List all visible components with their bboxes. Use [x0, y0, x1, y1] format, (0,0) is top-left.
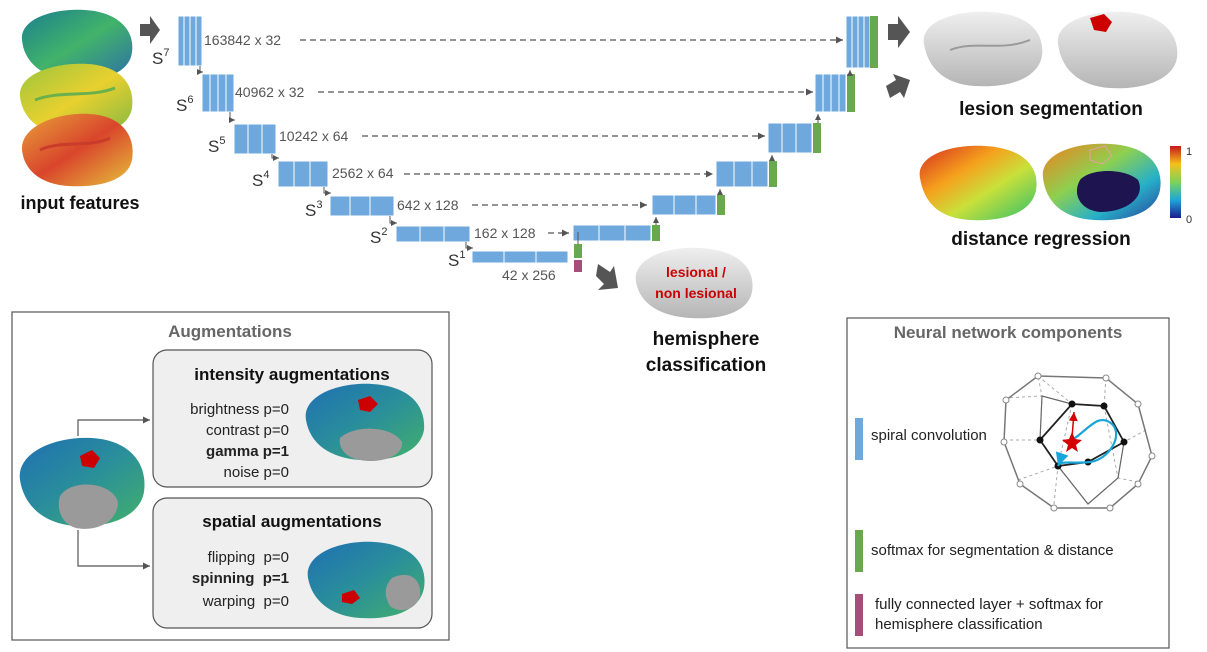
lesion-segmentation-label: lesion segmentation	[959, 99, 1143, 120]
fc-label-1: fully connected layer + softmax for	[875, 596, 1103, 613]
decoder-level-3	[651, 194, 725, 216]
level-6-s: S6	[176, 94, 193, 115]
decoder-level-6	[814, 73, 855, 113]
intensity-item-brightness: brightness p=0	[190, 401, 289, 418]
level-3-s: S3	[305, 199, 322, 220]
decoder-level-4	[715, 160, 777, 188]
bottleneck-fc-block	[574, 260, 582, 272]
level-7-size: 163842 x 32	[204, 32, 281, 48]
augmentations-title: Augmentations	[168, 322, 292, 341]
distance-regression-label: distance regression	[951, 229, 1131, 250]
regression-arrow-icon	[886, 74, 910, 98]
encoder-level-7	[177, 15, 203, 67]
decoder-level-2	[572, 224, 660, 242]
level-6-size: 40962 x 32	[235, 84, 304, 100]
encoder-level-6	[201, 73, 235, 113]
level-4-size: 2562 x 64	[332, 165, 394, 181]
downsample-arrows	[197, 66, 473, 251]
level-4-s: S4	[252, 169, 269, 190]
softmax-swatch	[855, 530, 863, 572]
augmentation-arrows	[77, 416, 150, 570]
spatial-item-warping: warping p=0	[202, 593, 289, 610]
segmentation-arrow-icon	[888, 16, 910, 48]
level-5-s: S5	[208, 135, 225, 156]
level-5-size: 10242 x 64	[279, 128, 348, 144]
intensity-title: intensity augmentations	[194, 365, 390, 384]
input-features-label: input features	[20, 193, 139, 213]
decoder-level-7	[845, 15, 878, 69]
intensity-brain	[305, 383, 425, 462]
intensity-item-noise: noise p=0	[224, 464, 289, 481]
spiral-conv-label: spiral convolution	[871, 427, 987, 444]
classification-brain	[635, 247, 753, 319]
level-2-s: S2	[370, 226, 387, 247]
bottleneck-softmax-block	[574, 244, 582, 258]
encoder-level-3	[329, 195, 395, 217]
intensity-item-contrast: contrast p=0	[206, 422, 289, 439]
spiral-conv-swatch	[855, 418, 863, 460]
components-panel	[846, 317, 1170, 649]
level-1-s: S1	[448, 249, 465, 270]
encoder-level-4	[277, 160, 329, 188]
level-7-s: S7	[152, 47, 169, 68]
input-brain-stack	[19, 9, 133, 187]
hemisphere-classification-label-1: hemisphere	[653, 329, 760, 350]
fc-label-2: hemisphere classification	[875, 616, 1043, 633]
colorbar-min-label: 0	[1186, 214, 1192, 226]
components-title: Neural network components	[894, 323, 1123, 342]
spiral-mesh-icon	[1000, 372, 1156, 512]
colorbar-max-label: 1	[1186, 146, 1192, 158]
encoder-level-5	[233, 123, 277, 155]
classification-arrow-icon	[596, 264, 618, 290]
intensity-item-gamma: gamma p=1	[206, 443, 289, 460]
lesional-label-2: non lesional	[655, 285, 737, 301]
distance-brain-medial	[1042, 143, 1161, 221]
lesion-mask-icon	[1090, 14, 1112, 32]
distance-colorbar	[1170, 146, 1181, 218]
distance-brain-lateral	[919, 145, 1037, 221]
softmax-label: softmax for segmentation & distance	[871, 542, 1114, 559]
upsample-arrows	[577, 70, 853, 244]
decoder-level-5	[767, 122, 821, 154]
spatial-brain	[307, 541, 425, 619]
level-1-size: 42 x 256	[502, 267, 556, 283]
spatial-item-spinning: spinning p=1	[192, 570, 289, 587]
skip-connections	[300, 36, 843, 237]
spatial-item-flipping: flipping p=0	[208, 549, 289, 566]
segmentation-brain-lateral	[923, 11, 1043, 87]
bottleneck-level-1	[471, 250, 569, 264]
spatial-title: spatial augmentations	[202, 512, 381, 531]
segmentation-brain-medial	[1057, 11, 1178, 89]
fc-swatch	[855, 594, 863, 636]
original-brain	[19, 437, 145, 529]
hemisphere-classification-label-2: classification	[646, 355, 766, 376]
encoder-level-2	[395, 225, 471, 243]
lesional-label-1: lesional /	[666, 264, 726, 280]
level-2-size: 162 x 128	[474, 225, 536, 241]
input-arrow-icon	[140, 16, 160, 44]
level-3-size: 642 x 128	[397, 197, 459, 213]
